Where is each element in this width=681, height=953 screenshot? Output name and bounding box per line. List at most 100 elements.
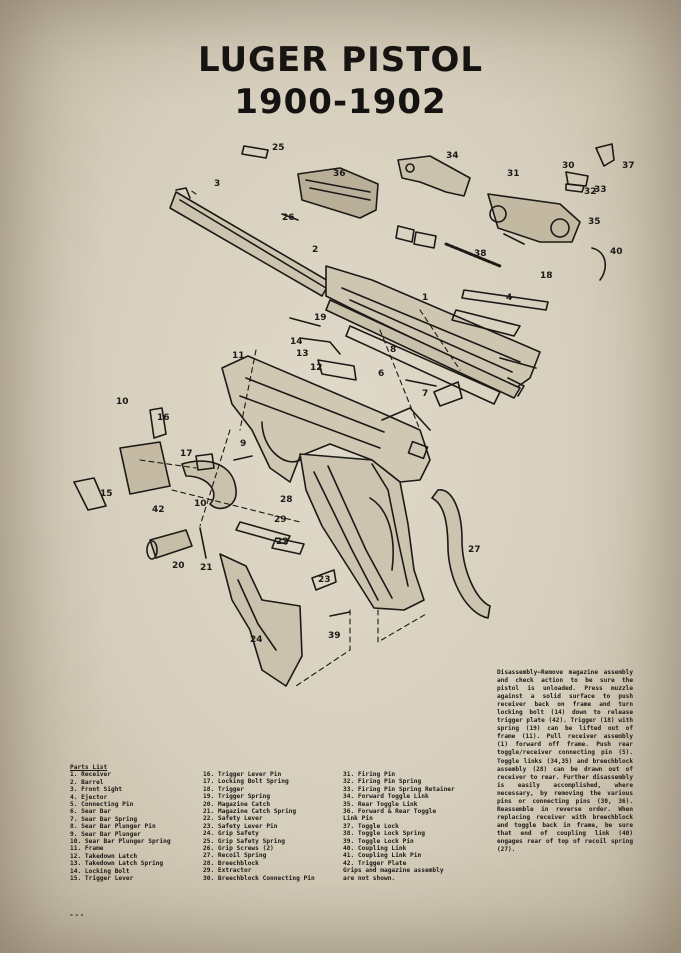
svg-text:40: 40: [610, 247, 623, 257]
parts-list-item: 12. Takedown Latch: [70, 852, 138, 860]
svg-text:4: 4: [506, 293, 512, 303]
parts-list-column-2: 16. Trigger Lever Pin 17. Locking Bolt S…: [203, 771, 315, 882]
svg-text:17: 17: [180, 449, 193, 459]
parts-list-item: 18. Trigger: [203, 785, 244, 793]
parts-list-item: 25. Grip Safety Spring: [203, 837, 285, 845]
svg-text:18: 18: [540, 271, 553, 281]
breechblock-parts: [241, 145, 607, 337]
svg-text:28: 28: [280, 495, 293, 505]
svg-text:30: 30: [562, 161, 575, 171]
parts-list-item: 29. Extractor: [203, 867, 252, 875]
parts-list-item: 36. Forward & Rear Toggle: [343, 808, 437, 816]
parts-list-item: Link Pin: [343, 815, 373, 823]
parts-list-item: 1. Receiver: [70, 771, 111, 779]
parts-list-item: 22. Safety Lever: [203, 815, 263, 823]
parts-list-item: 35. Rear Toggle Link: [343, 800, 418, 808]
svg-text:19: 19: [314, 313, 327, 323]
svg-text:22: 22: [276, 537, 289, 547]
parts-list-item: 16. Trigger Lever Pin: [203, 771, 282, 778]
svg-text:14: 14: [290, 337, 303, 347]
svg-text:3: 3: [214, 179, 220, 189]
parts-list-item: 39. Toggle Lock Pin: [343, 837, 414, 845]
recoil-spring-part: [431, 489, 491, 619]
exploded-view-diagram: 25 36 34 30 31 32 37 3 26 2 35 33 40 38 …: [73, 143, 635, 687]
parts-list-item: 26. Grip Screws (2): [203, 845, 274, 853]
parts-list-item: 17. Locking Bolt Spring: [203, 778, 289, 786]
svg-text:32: 32: [584, 187, 597, 197]
end-mark: - - -: [70, 911, 84, 919]
parts-list-item: 31. Firing Pin: [343, 771, 396, 778]
parts-list-item: 6. Sear Bar: [70, 808, 111, 816]
frame-part: [221, 355, 431, 483]
svg-text:8: 8: [390, 345, 396, 355]
svg-text:36: 36: [333, 169, 346, 179]
parts-list-item: 30. Breechblock Connecting Pin: [203, 874, 315, 882]
parts-list-item: 11. Frame: [70, 845, 104, 853]
svg-text:12: 12: [310, 363, 323, 373]
svg-text:20: 20: [172, 561, 185, 571]
svg-text:21: 21: [200, 563, 213, 573]
svg-text:25: 25: [272, 143, 285, 153]
svg-text:33: 33: [594, 185, 607, 195]
parts-list-note: are not shown.: [343, 874, 396, 882]
disassembly-instructions: Disassembly—Remove magazine assembly and…: [497, 669, 633, 854]
parts-list-item: 10. Sear Bar Plunger Spring: [70, 838, 171, 846]
svg-text:7: 7: [422, 389, 428, 399]
parts-list-item: 13. Takedown Latch Spring: [70, 860, 164, 868]
svg-text:13: 13: [296, 349, 309, 359]
parts-list-item: 38. Toggle Lock Spring: [343, 830, 425, 838]
svg-text:16: 16: [157, 413, 170, 423]
parts-list-item: 5. Connecting Pin: [70, 801, 134, 809]
toggle-assembly: [297, 143, 615, 243]
parts-list-item: 14. Locking Bolt: [70, 867, 130, 875]
svg-text:38: 38: [474, 249, 487, 259]
trigger-group: [73, 407, 305, 560]
parts-list-item: 4. Ejector: [70, 793, 108, 801]
svg-text:6: 6: [378, 369, 384, 379]
small-parts: [233, 317, 463, 617]
parts-list-item: 15. Trigger Lever: [70, 875, 134, 883]
svg-text:37: 37: [622, 161, 635, 171]
parts-list-item: 34. Forward Toggle Link: [343, 793, 429, 801]
parts-list-item: 27. Recoil Spring: [203, 852, 267, 860]
parts-list-item: 32. Firing Pin Spring: [343, 778, 422, 786]
svg-text:11: 11: [232, 351, 245, 361]
svg-text:35: 35: [588, 217, 601, 227]
poster-subtitle: 1900-1902: [234, 82, 447, 122]
parts-list-item: 2. Barrel: [70, 778, 104, 786]
svg-text:26: 26: [282, 213, 295, 223]
svg-text:29: 29: [274, 515, 287, 525]
parts-list-item: 24. Grip Safety: [203, 830, 259, 838]
receiver-rails: [325, 299, 521, 405]
svg-text:34: 34: [446, 151, 459, 161]
parts-list-item: 42. Trigger Plate: [343, 859, 407, 867]
parts-list-item: 23. Safety Lever Pin: [203, 822, 278, 830]
svg-text:2: 2: [312, 245, 318, 255]
parts-list-item: 37. Toggle Lock: [343, 822, 399, 830]
svg-text:42: 42: [152, 505, 165, 515]
svg-text:39: 39: [328, 631, 341, 641]
barrel-part: [169, 187, 331, 297]
parts-list-item: 20. Magazine Catch: [203, 800, 271, 808]
grip-safety-part: [219, 553, 303, 687]
svg-text:31: 31: [507, 169, 520, 179]
parts-list-item: 21. Magazine Catch Spring: [203, 808, 297, 816]
parts-list-item: 3. Front Sight: [70, 786, 123, 794]
parts-list-item: 41. Coupling Link Pin: [343, 852, 422, 860]
svg-text:10: 10: [194, 499, 207, 509]
svg-text:24: 24: [250, 635, 263, 645]
svg-text:9: 9: [240, 439, 246, 449]
svg-text:10: 10: [116, 397, 129, 407]
assembly-lines: [139, 189, 461, 687]
svg-text:1: 1: [422, 293, 428, 303]
parts-list-item: 40. Coupling Link: [343, 845, 407, 853]
svg-text:27: 27: [468, 545, 481, 555]
parts-list-column-1: Parts List 1. Receiver 2. Barrel 3. Fron…: [70, 764, 171, 883]
parts-list-item: 7. Sear Bar Spring: [70, 815, 138, 823]
parts-list-item: 33. Firing Pin Spring Retainer: [343, 785, 455, 793]
parts-list-item: 28. Breechblock: [203, 859, 259, 867]
svg-text:15: 15: [100, 489, 113, 499]
parts-list-item: 19. Trigger Spring: [203, 793, 271, 801]
poster-title: LUGER PISTOL: [197, 40, 484, 80]
